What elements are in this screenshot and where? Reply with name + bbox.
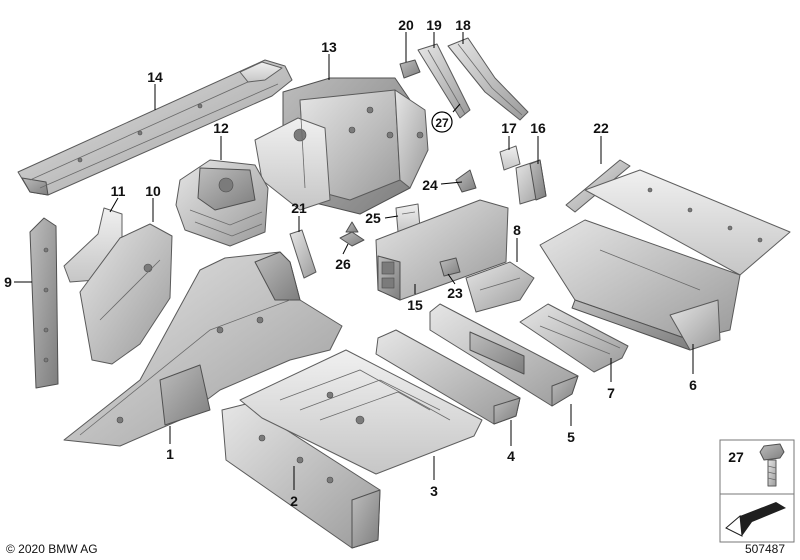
label-part-10: 10 xyxy=(145,183,161,199)
label-part-9: 9 xyxy=(4,274,12,290)
label-part-8: 8 xyxy=(513,222,521,238)
label-part-18: 18 xyxy=(455,17,471,33)
label-part-13: 13 xyxy=(321,39,337,55)
label-part-22: 22 xyxy=(593,120,609,136)
label-part-24: 24 xyxy=(422,177,438,193)
arrow-icon xyxy=(725,502,786,537)
part-2-cross-member[interactable] xyxy=(221,403,381,549)
label-part-21: 21 xyxy=(291,200,307,216)
part-10-wheelhouse[interactable] xyxy=(79,223,173,365)
copyright-text: © 2020 BMW AG xyxy=(6,542,98,556)
label-part-1: 1 xyxy=(166,446,174,462)
part-15-box-section[interactable] xyxy=(375,199,509,301)
callout-27-circled: 27 xyxy=(431,111,453,133)
label-part-7: 7 xyxy=(607,385,615,401)
part-19-strip[interactable] xyxy=(417,43,471,119)
part-23-clip[interactable] xyxy=(439,257,461,277)
label-part-14: 14 xyxy=(147,69,163,85)
part-5-cross-beam[interactable] xyxy=(429,303,579,407)
label-part-6: 6 xyxy=(689,377,697,393)
part-16-bracket[interactable] xyxy=(515,159,547,205)
label-part-12: 12 xyxy=(213,120,229,136)
label-part-25: 25 xyxy=(365,210,381,226)
label-part-2: 2 xyxy=(290,493,298,509)
legend-27-number: 27 xyxy=(728,449,744,465)
legend-box-27: 27 xyxy=(719,439,795,543)
label-part-17: 17 xyxy=(501,120,517,136)
part-21-bracket[interactable] xyxy=(289,229,317,279)
label-part-15: 15 xyxy=(407,297,423,313)
part-18-strip[interactable] xyxy=(447,37,529,121)
part-8-bracket[interactable] xyxy=(465,261,535,313)
part-12-module[interactable] xyxy=(175,159,269,247)
label-part-4: 4 xyxy=(507,448,515,464)
label-part-16: 16 xyxy=(530,120,546,136)
part-26-star[interactable] xyxy=(339,221,365,247)
leader-lines xyxy=(14,32,694,490)
part-6-floor-panel[interactable] xyxy=(539,169,791,351)
diagram-number: 507487 xyxy=(745,542,785,556)
part-13-box[interactable] xyxy=(254,77,429,215)
label-part-19: 19 xyxy=(426,17,442,33)
label-part-26: 26 xyxy=(335,256,351,272)
callout-27-text: 27 xyxy=(435,116,449,130)
part-17-bracket[interactable] xyxy=(499,145,521,171)
part-1-side-member[interactable] xyxy=(63,251,343,447)
part-4-tunnel-member[interactable] xyxy=(375,329,521,425)
part-9-pillar[interactable] xyxy=(29,217,59,389)
part-3-floor-pan[interactable] xyxy=(239,349,483,475)
part-24-clip[interactable] xyxy=(455,169,477,193)
label-part-20: 20 xyxy=(398,17,414,33)
label-part-3: 3 xyxy=(430,483,438,499)
label-part-11: 11 xyxy=(111,183,126,199)
label-part-23: 23 xyxy=(447,285,463,301)
part-number-labels: 14 13 12 20 19 18 17 16 22 24 25 21 26 1… xyxy=(4,17,697,509)
part-7-support[interactable] xyxy=(519,303,629,373)
label-part-5: 5 xyxy=(567,429,575,445)
part-14-rail[interactable] xyxy=(17,59,293,196)
part-20-clip[interactable] xyxy=(399,59,421,79)
bolt-icon xyxy=(759,443,785,487)
